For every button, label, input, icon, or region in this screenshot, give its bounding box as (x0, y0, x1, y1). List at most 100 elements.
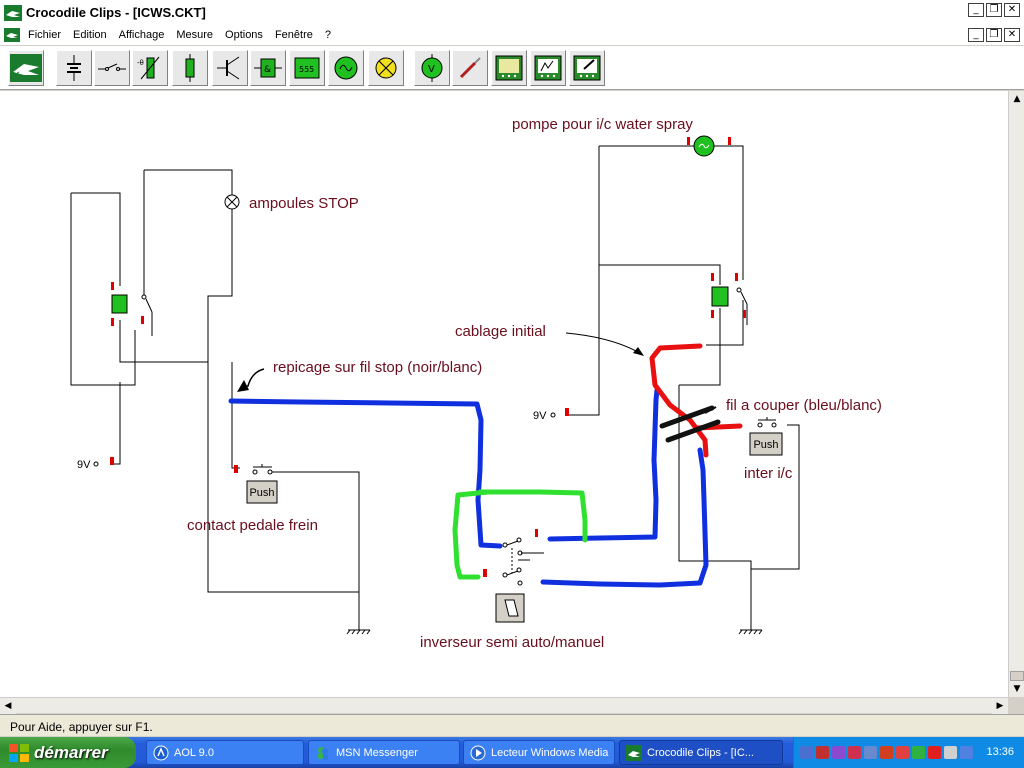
close-button[interactable]: ✕ (1004, 3, 1020, 17)
probe-button[interactable] (452, 50, 488, 86)
and-gate-icon: & (254, 58, 282, 78)
doc-close-button[interactable]: ✕ (1004, 28, 1020, 42)
system-tray: 13:36 (793, 737, 1024, 768)
menu-mesure[interactable]: Mesure (176, 29, 214, 41)
lamp-icon (375, 57, 397, 79)
menu-help[interactable]: ? (324, 29, 331, 41)
minimize-button[interactable]: _ (968, 3, 984, 17)
battery-button[interactable] (56, 50, 92, 86)
menu-edition[interactable]: Edition (73, 29, 107, 41)
doc-restore-button[interactable]: ❐ (986, 28, 1002, 42)
crocodile-task-icon (626, 744, 642, 761)
graph-edit-button[interactable] (530, 50, 566, 86)
switch-button[interactable] (94, 50, 130, 86)
media-player-icon (470, 745, 486, 760)
voltage-generator-icon (334, 56, 358, 80)
restore-button[interactable]: ❐ (986, 3, 1002, 17)
label-inter: inter i/c (744, 465, 793, 482)
resistor-button[interactable] (172, 50, 208, 86)
window-title: Crocodile Clips - [ICWS.CKT] (26, 5, 206, 20)
voltage-generator-button[interactable] (328, 50, 364, 86)
menu-fenetre[interactable]: Fenêtre (274, 29, 313, 41)
ic-555-icon: 555 (294, 57, 320, 79)
label-contact-pedale: contact pedale frein (187, 517, 318, 534)
crocodile-app-icon (4, 4, 22, 21)
windows-logo-icon (9, 743, 29, 762)
vertical-scrollbar[interactable]: ▲ ▼ (1008, 91, 1024, 697)
scroll-left-icon[interactable]: ◀ (0, 698, 16, 714)
menu-bar: Fichier Edition Affichage Mesure Options… (0, 25, 1024, 45)
tray-app-icon[interactable] (832, 746, 845, 759)
start-label: démarrer (34, 742, 108, 762)
tray-monitor-icon[interactable] (960, 746, 973, 759)
clock: 13:36 (986, 746, 1014, 758)
transistor-button[interactable] (212, 50, 248, 86)
tray-security-icon[interactable] (816, 746, 829, 759)
taskbar: démarrer AOL 9.0 MSN Messenger Lecteur W… (0, 737, 1024, 768)
graph-edit-icon (534, 55, 562, 81)
task-media-player[interactable]: Lecteur Windows Media (463, 740, 615, 765)
battery-icon (67, 55, 81, 81)
push-right-label: Push (753, 439, 778, 451)
tray-adsl-icon[interactable] (944, 746, 957, 759)
status-text: Pour Aide, appuyer sur F1. (10, 720, 153, 734)
thermistor-button[interactable]: -θ (132, 50, 168, 86)
task-aol[interactable]: AOL 9.0 (146, 740, 304, 765)
push-left-label: Push (249, 487, 274, 499)
voltmeter-icon: V (421, 54, 443, 82)
document-icon[interactable] (4, 28, 20, 42)
msn-icon (318, 746, 328, 760)
label-ampoules: ampoules STOP (249, 195, 359, 212)
aol-icon (153, 745, 169, 760)
horizontal-scrollbar[interactable]: ◀ ▶ (0, 697, 1008, 714)
label-pompe: pompe pour i/c water spray (512, 116, 693, 133)
transistor-icon (217, 56, 240, 80)
svg-text:-θ: -θ (137, 59, 144, 67)
thermistor-icon: -θ (137, 56, 160, 80)
label-cablage: cablage initial (455, 323, 546, 340)
switch-icon (98, 63, 126, 71)
voltmeter-button[interactable]: V (414, 50, 450, 86)
and-gate-button[interactable]: & (250, 50, 286, 86)
menu-affichage[interactable]: Affichage (118, 29, 165, 41)
graph-icon (495, 55, 523, 81)
label-repicage: repicage sur fil stop (noir/blanc) (273, 359, 482, 376)
crocodile-logo-icon (10, 54, 42, 82)
title-bar: Crocodile Clips - [ICWS.CKT] _ ❐ ✕ (0, 0, 1024, 25)
tray-ati-icon[interactable] (928, 746, 941, 759)
label-9v-left: 9V (77, 459, 91, 471)
task-msn[interactable]: MSN Messenger (308, 740, 460, 765)
label-9v-right: 9V (533, 410, 547, 422)
scroll-corner (1008, 697, 1024, 713)
label-inverseur: inverseur semi auto/manuel (420, 634, 604, 651)
tray-network-icon[interactable] (800, 746, 813, 759)
crocodile-logo-button[interactable] (8, 50, 44, 86)
resistor-icon (185, 54, 195, 82)
svg-text:&: & (264, 65, 271, 75)
menu-fichier[interactable]: Fichier (28, 29, 62, 41)
tray-alert-icon[interactable] (848, 746, 861, 759)
svg-text:V: V (428, 64, 435, 75)
probe-icon (459, 57, 481, 79)
svg-text:555: 555 (299, 65, 314, 74)
start-button[interactable]: démarrer (0, 737, 136, 768)
scroll-down-icon[interactable]: ▼ (1009, 681, 1024, 697)
menu-options[interactable]: Options (225, 29, 263, 41)
lamp-button[interactable] (368, 50, 404, 86)
tray-home-icon[interactable] (880, 746, 893, 759)
vertical-scroll-thumb[interactable] (1010, 671, 1024, 681)
scroll-up-icon[interactable]: ▲ (1009, 91, 1024, 107)
tray-pen-icon[interactable] (912, 746, 925, 759)
circuit-canvas[interactable]: Push Push (0, 91, 1008, 697)
tray-display-icon[interactable] (864, 746, 877, 759)
tray-gift-icon[interactable] (896, 746, 909, 759)
circuit-diagram: Push Push (70, 116, 882, 651)
task-crocodile-clips[interactable]: Crocodile Clips - [IC... (619, 740, 783, 765)
graph-button[interactable] (491, 50, 527, 86)
doc-minimize-button[interactable]: _ (968, 28, 984, 42)
scroll-right-icon[interactable]: ▶ (992, 698, 1008, 714)
component-toolbar: -θ & 555 (0, 46, 1024, 90)
status-bar: Pour Aide, appuyer sur F1. (0, 714, 1024, 736)
ic-555-button[interactable]: 555 (289, 50, 325, 86)
graph-note-button[interactable] (569, 50, 605, 86)
